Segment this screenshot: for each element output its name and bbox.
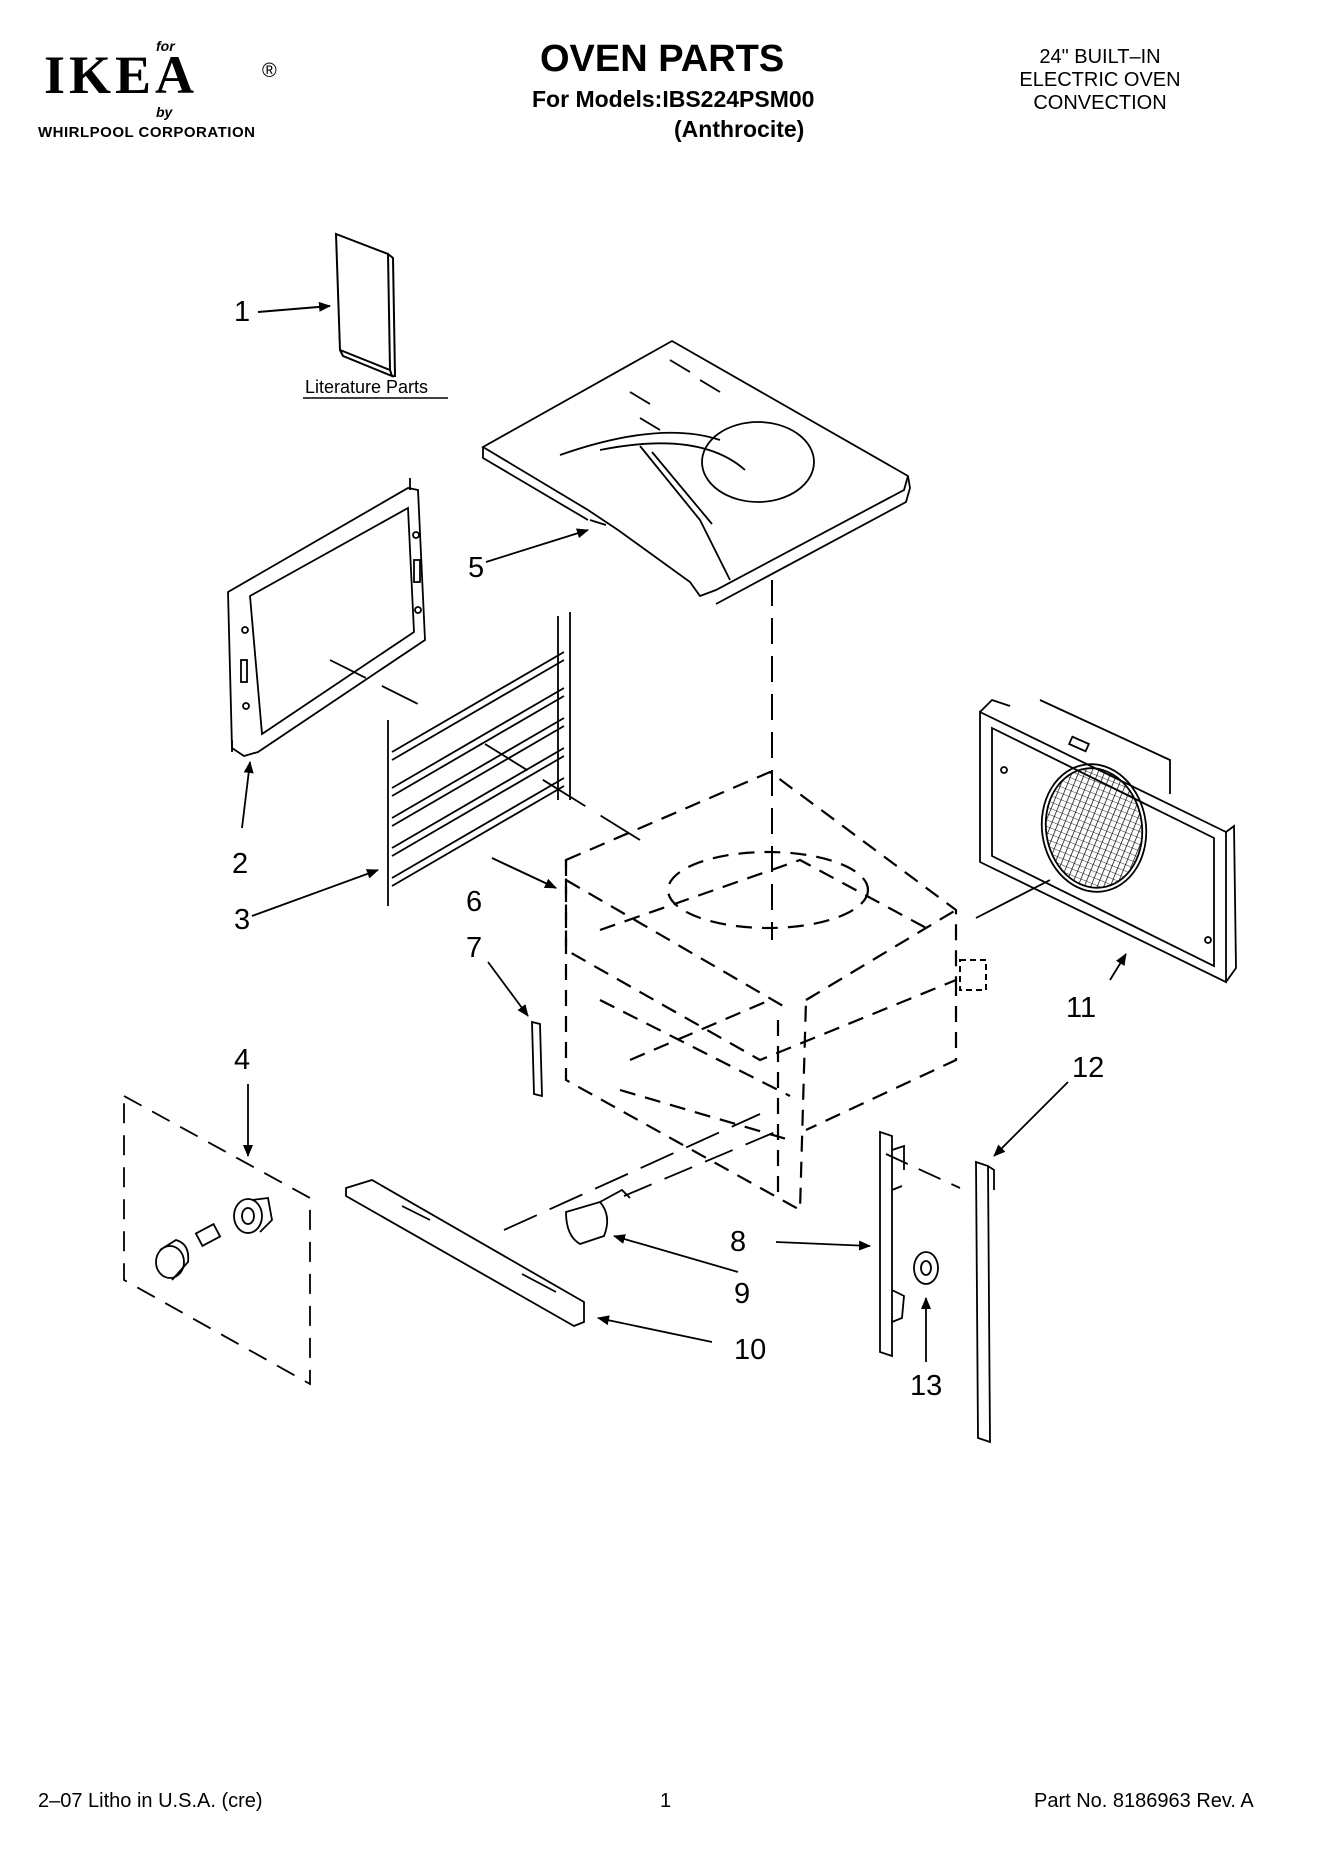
logo-corporation: WHIRLPOOL CORPORATION <box>38 124 256 141</box>
callout-9: 9 <box>734 1278 751 1310</box>
print-info: 2–07 Litho in U.S.A. (cre) <box>38 1790 263 1812</box>
registered-mark: ® <box>262 60 277 82</box>
bottom-trim-part <box>345 1179 713 1343</box>
callout-2: 2 <box>232 848 249 880</box>
callout-1: 1 <box>234 296 251 328</box>
fan-leader-line <box>975 879 1051 919</box>
oven-cavity-part <box>564 770 958 1212</box>
long-strip-part <box>975 1081 1069 1444</box>
fan-cover-part <box>979 698 1237 984</box>
callout-7: 7 <box>466 932 483 964</box>
side-bracket-part <box>775 1130 905 1358</box>
side-strip-part <box>487 961 543 1098</box>
logo-by-text: by <box>156 104 173 120</box>
oven-cavity-details <box>491 580 987 991</box>
knob-kit-part <box>123 1084 311 1386</box>
callout-6: 6 <box>466 886 483 918</box>
callout-4: 4 <box>234 1044 251 1076</box>
literature-book-part <box>257 232 448 399</box>
callout-8: 8 <box>730 1226 747 1258</box>
sensor-part <box>565 1188 739 1273</box>
product-description: 24" BUILT–IN ELECTRIC OVEN CONVECTION <box>990 46 1210 115</box>
product-line-1: 24" BUILT–IN <box>1039 46 1161 68</box>
product-line-3: CONVECTION <box>1033 92 1167 114</box>
callout-5: 5 <box>468 552 485 584</box>
part-number: Part No. 8186963 Rev. A <box>1034 1790 1254 1812</box>
bracket-leader-line <box>885 1153 961 1189</box>
callout-3: 3 <box>234 904 251 936</box>
logo-for-text: for <box>156 38 175 54</box>
frame-panel-part <box>227 478 426 829</box>
grommet-part <box>913 1251 939 1362</box>
model-color: (Anthrocite) <box>674 116 805 142</box>
callout-12: 12 <box>1072 1052 1105 1084</box>
product-line-2: ELECTRIC OVEN <box>1019 69 1181 91</box>
frame-leader-line <box>329 659 431 711</box>
callout-10: 10 <box>734 1334 767 1366</box>
model-number: For Models:IBS224PSM00 <box>532 86 815 112</box>
page-number: 1 <box>660 1790 672 1812</box>
rack-leader-line <box>484 743 641 841</box>
literature-parts-label: Literature Parts <box>305 377 429 397</box>
callout-13: 13 <box>910 1370 943 1402</box>
page-title: OVEN PARTS <box>540 38 785 80</box>
ikea-logo: IKEA <box>44 45 199 105</box>
rack-guide-part <box>251 612 571 917</box>
top-panel-part <box>481 339 911 605</box>
trim-leader-line <box>503 1113 761 1231</box>
callout-11: 11 <box>1066 992 1097 1024</box>
sensor-leader-line <box>623 1129 781 1197</box>
